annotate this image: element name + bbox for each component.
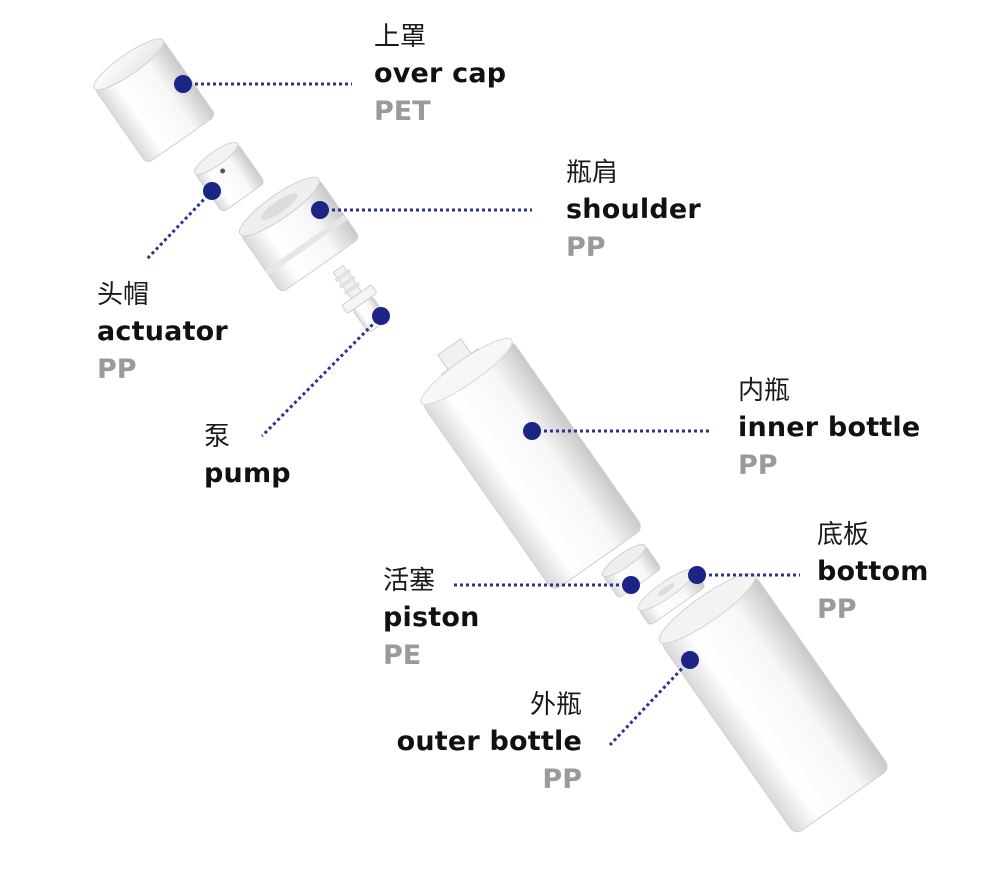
shoulder-en: shoulder: [566, 194, 701, 225]
actuator-marker: [203, 182, 221, 200]
over-cap-zh: 上罩: [374, 22, 427, 52]
bottom-marker: [688, 566, 706, 584]
shoulder-material: PP: [566, 232, 606, 263]
pump-zh: 泵: [204, 422, 231, 452]
outer-bottle-part: [658, 572, 888, 833]
over-cap-part: [93, 38, 214, 162]
outer-bottle-material: PP: [542, 764, 582, 795]
actuator-label: 头帽 actuator PP: [97, 282, 228, 392]
over-cap-en: over cap: [374, 58, 507, 89]
inner-bottle-label: 内瓶 inner bottle PP: [738, 378, 920, 488]
actuator-en: actuator: [97, 316, 228, 347]
bottom-label: 底板 bottom PP: [817, 522, 929, 632]
outer-bottle-en: outer bottle: [396, 726, 582, 757]
piston-material: PE: [383, 640, 422, 671]
bottom-material: PP: [817, 594, 857, 625]
inner-bottle-zh: 内瓶: [738, 376, 791, 406]
over-cap-marker: [174, 75, 192, 93]
pump-en: pump: [204, 458, 291, 489]
leader-lines: [144, 82, 800, 747]
outer-bottle-marker: [681, 651, 699, 669]
inner-bottle-marker: [523, 422, 541, 440]
piston-marker: [622, 576, 640, 594]
outer-bottle-label: 外瓶 outer bottle PP: [397, 692, 582, 802]
outer-bottle-zh: 外瓶: [529, 690, 582, 720]
inner-bottle-part: [420, 337, 641, 589]
markers: [174, 75, 706, 669]
shoulder-label: 瓶肩 shoulder PP: [566, 160, 701, 270]
over-cap-material: PET: [374, 96, 431, 127]
pump-label: 泵 pump: [204, 424, 291, 498]
piston-zh: 活塞: [383, 566, 436, 596]
bottom-zh: 底板: [817, 520, 870, 550]
piston-label: 活塞 piston PE: [383, 568, 480, 678]
piston-en: piston: [383, 602, 480, 633]
inner-bottle-material: PP: [738, 450, 778, 481]
actuator-zh: 头帽: [97, 280, 150, 310]
pump-marker: [372, 307, 390, 325]
shoulder-zh: 瓶肩: [566, 158, 619, 188]
over-cap-label: 上罩 over cap PET: [374, 24, 506, 134]
actuator-material: PP: [97, 354, 137, 385]
bottom-en: bottom: [817, 556, 929, 587]
shoulder-marker: [311, 201, 329, 219]
inner-bottle-en: inner bottle: [738, 412, 921, 443]
outer-bottle-leader: [608, 658, 692, 747]
pump-leader: [260, 314, 383, 438]
actuator-leader: [144, 189, 214, 262]
